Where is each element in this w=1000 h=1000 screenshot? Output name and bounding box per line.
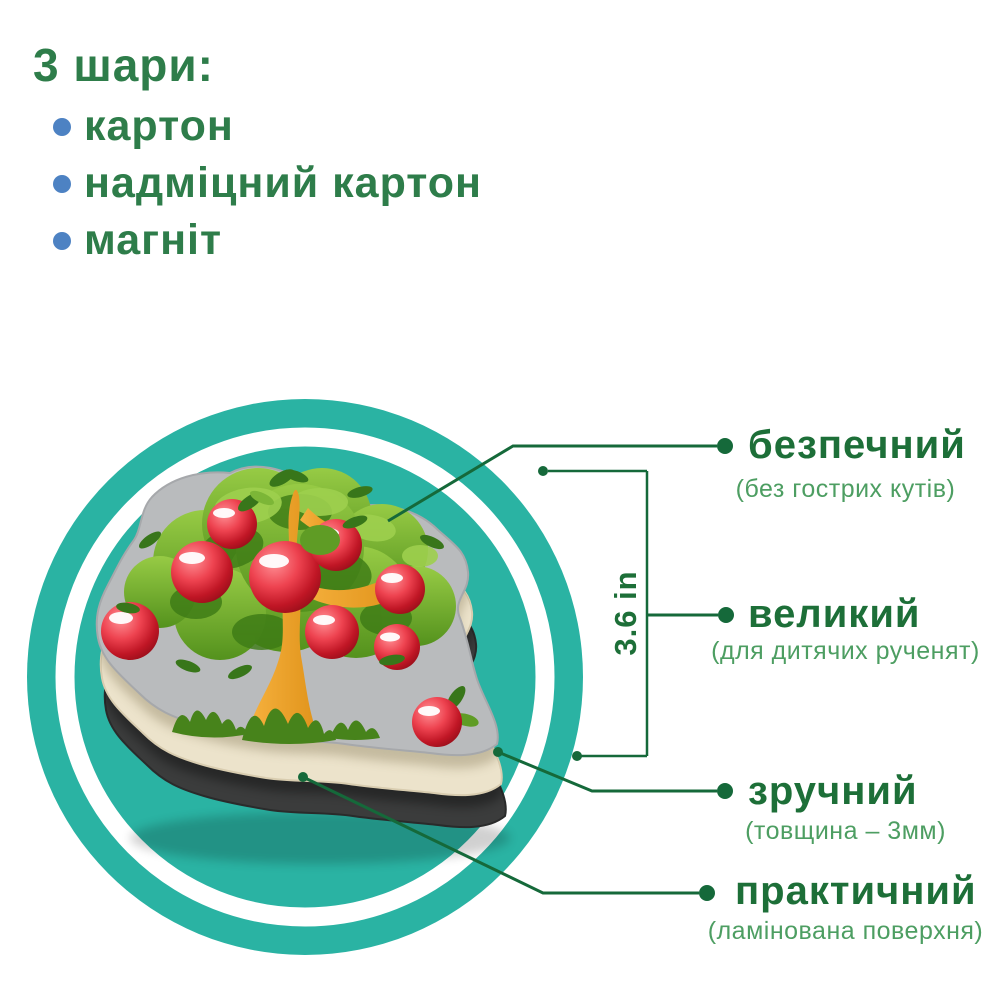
callout-word-handy: зручний [748, 769, 918, 813]
list-item-magnet: магніт [53, 212, 482, 269]
dot-handy [717, 783, 733, 799]
callout-word-practical: практичний [735, 869, 977, 913]
list-item-strong-cardboard: надміцний картон [53, 155, 482, 212]
magnet-illustration [95, 465, 510, 864]
list-item-cardboard: картон [53, 98, 482, 155]
callout-note-practical: (ламінована поверхня) [707, 917, 984, 945]
white-ring [55, 427, 555, 927]
dot-bracket-top [538, 466, 548, 476]
bullet-icon [53, 174, 71, 193]
apple-tree-art [101, 468, 479, 747]
callout-lines [302, 444, 718, 895]
callout-note-handy: (товщина – 3мм) [745, 817, 946, 845]
callout-note-safe: (без гострих кутів) [735, 475, 956, 503]
list-item-label: магніт [84, 216, 223, 264]
page-title: 3 шари: [33, 39, 214, 91]
callout-word-big: великий [748, 592, 921, 636]
bullet-icon [53, 231, 71, 250]
dot-surface-practical [298, 772, 308, 782]
bullet-icon [53, 117, 71, 136]
callout-word-safe: безпечний [748, 423, 966, 467]
line-handy [497, 750, 717, 793]
dot-edge-handy [493, 747, 503, 757]
dot-safe [717, 438, 733, 454]
layers-list: картон надміцний картон магніт [53, 98, 482, 269]
list-item-label: картон [84, 102, 234, 150]
dimension-bracket [548, 469, 649, 758]
edge-leaves [116, 469, 444, 680]
dot-big [718, 607, 734, 623]
loose-apple [412, 686, 479, 747]
magnet-shadow [130, 812, 510, 864]
list-item-label: надміцний картон [84, 159, 483, 207]
dot-bracket-bottom [572, 751, 582, 761]
dimension-label: 3.6 in [608, 570, 643, 656]
connector-dots [298, 438, 734, 901]
line-practical [302, 775, 699, 895]
grass [172, 708, 380, 744]
leaf-accents [238, 490, 368, 555]
line-safe [387, 444, 717, 523]
dot-practical [699, 885, 715, 901]
callout-note-big: (для дитячих рученят) [711, 637, 980, 665]
